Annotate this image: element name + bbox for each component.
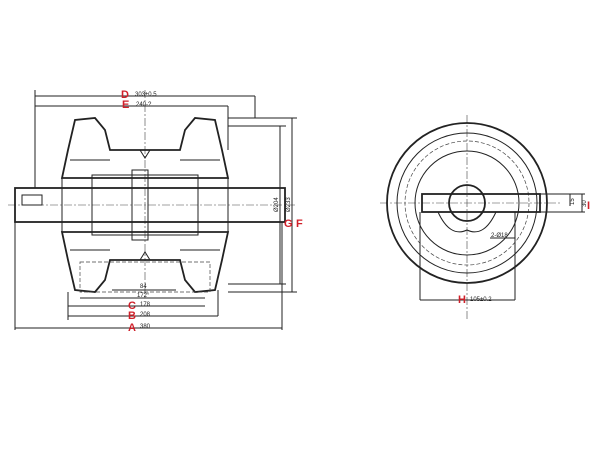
dim-H: 105±0.2 bbox=[470, 297, 492, 303]
dim-G: Ø204 bbox=[274, 197, 280, 212]
label-E: E bbox=[122, 99, 129, 111]
front-view: 15 30 I 2-Ø18 H 105±0.2 bbox=[380, 115, 590, 320]
side-view: D 303±0.5 E 240-? 84 172° C 178 B 208 A … bbox=[8, 89, 303, 334]
dim-C: 178 bbox=[140, 302, 151, 308]
label-A: A bbox=[128, 322, 136, 334]
label-G: G bbox=[284, 218, 293, 230]
label-F: F bbox=[296, 218, 303, 230]
dim-15: 15 bbox=[570, 198, 576, 205]
dim-84: 84 bbox=[140, 284, 147, 290]
label-D: D bbox=[121, 89, 129, 101]
dim-I: 30 bbox=[582, 200, 588, 207]
dim-172: 172° bbox=[137, 293, 150, 299]
label-C: C bbox=[128, 300, 136, 312]
dim-F: Ø233 bbox=[286, 197, 292, 212]
dim-B: 208 bbox=[140, 312, 151, 318]
label-H: H bbox=[458, 294, 466, 306]
dim-D: 303±0.5 bbox=[135, 92, 157, 98]
label-B: B bbox=[128, 310, 136, 322]
dim-A: 380 bbox=[140, 324, 151, 330]
dim-holes: 2-Ø18 bbox=[491, 233, 508, 239]
label-I: I bbox=[587, 200, 590, 212]
dim-E: 240-? bbox=[136, 102, 152, 108]
